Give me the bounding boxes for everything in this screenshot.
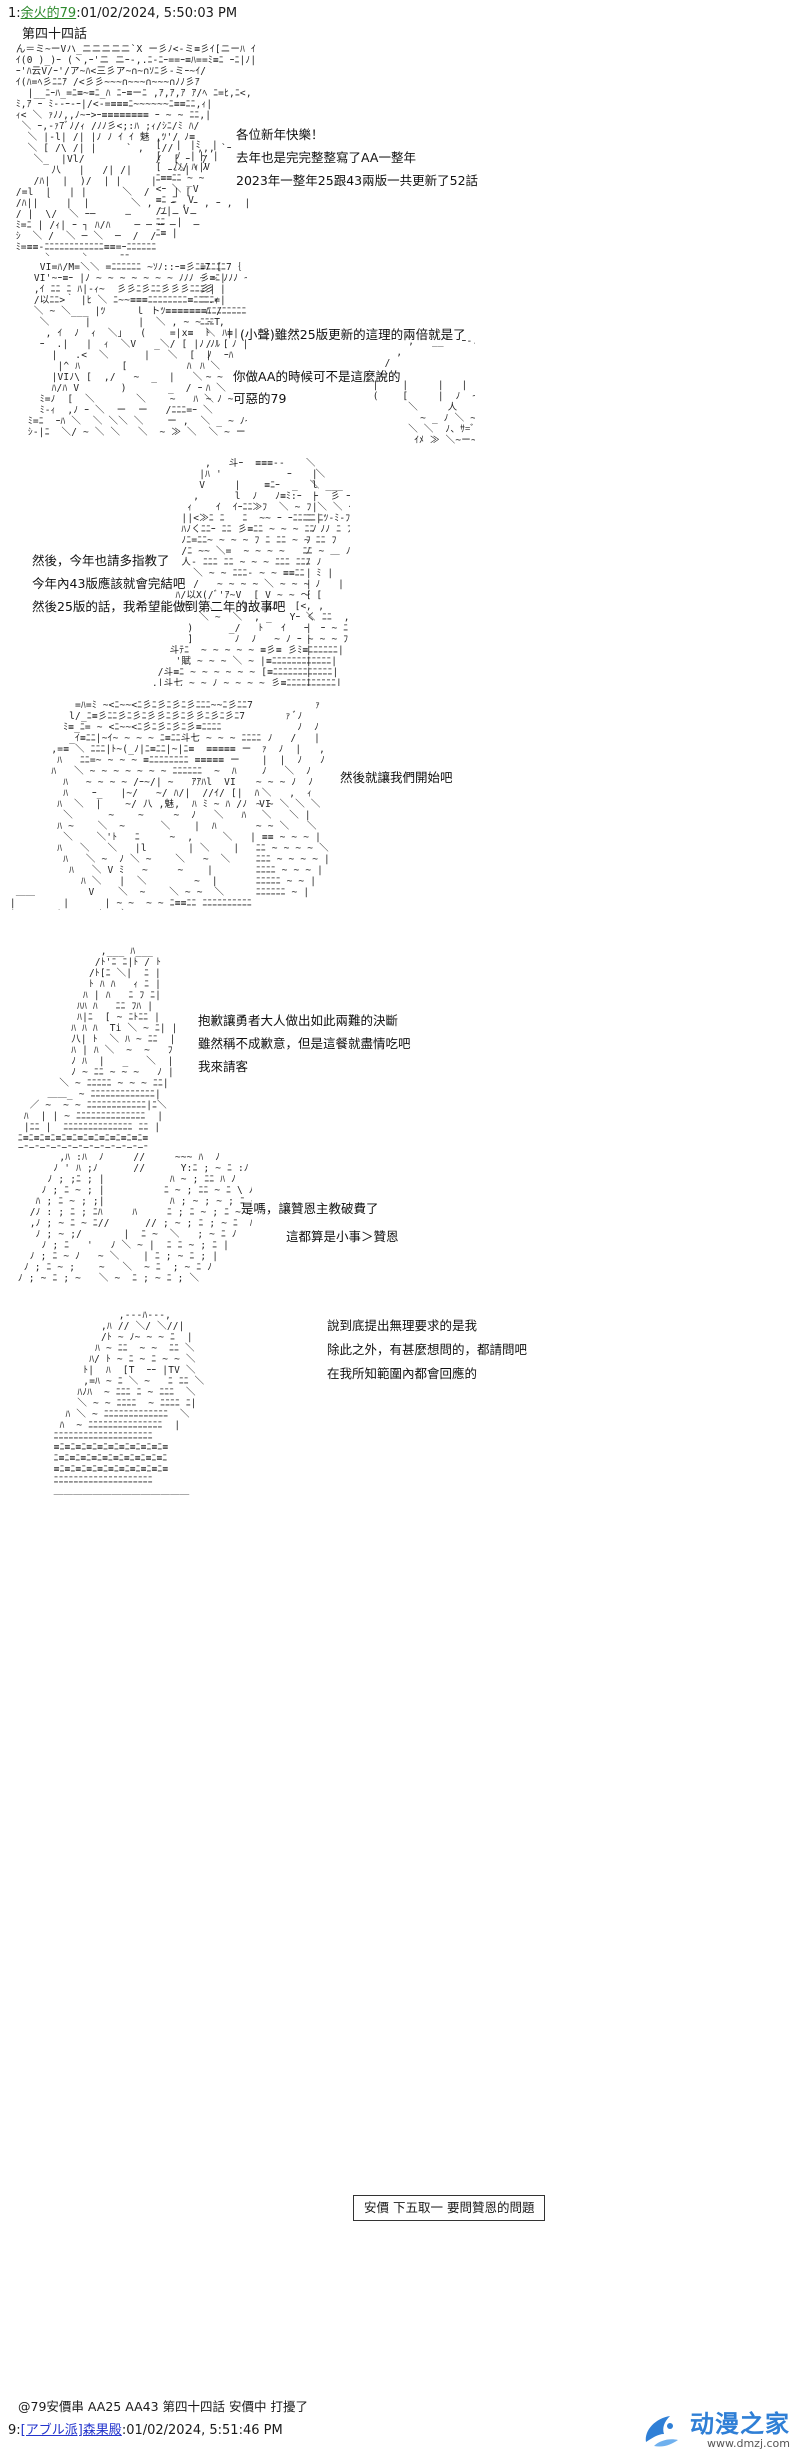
dmzj-logo-icon: [645, 2415, 678, 2447]
post-number: 1:: [8, 6, 21, 21]
ascii-art-scene-2-chibi: , __ ｰ-. , ＼ / ＼ / ＼ | | | | |ﾉ 氏 从 ( [ …: [372, 336, 475, 444]
dialogue-line: 你做AA的時候可不是這麼說的: [233, 369, 401, 384]
ascii-art-scene-7: ,---ﾊ---, ,ﾊ // ＼/ ＼//| /ﾄ ~ ﾉ~ ~ ~ ﾆ | …: [53, 1310, 205, 1497]
ascii-art-scene-2: VI=ﾊ/M=＼＼ =ﾆﾆﾆﾆﾆﾆ ~ｿﾉ::ｰ≡彡ﾆ=ﾆﾆﾆﾆ7｛ VI'~ｰ…: [22, 262, 247, 438]
ascii-art-scene-6: ,ﾊ :ﾊ ﾉ // ~~~ ﾊ ﾉ ﾉ ' ﾊ ;ﾉ // Y:ﾆ ; ~ ﾆ…: [17, 1152, 252, 1284]
dialogue-line: (小聲)雖然25版更新的這理的兩倍就是了: [240, 327, 466, 342]
ascii-art-scene-3: , 斗ｰ ≡≡≡-- |ﾊ ' ｰ ＼ V | ≡ﾆｰ _ ＼ ___ , , …: [151, 458, 350, 686]
ascii-art-scene-3-right: ＼ | l | | ﾆﾆ| ﾉ ﾌ ﾉ ﾉ | | [ , ＼ | | | | …: [305, 458, 322, 686]
dialogue-line: 然後，今年也請多指教了: [32, 553, 170, 568]
post-timestamp: :01/02/2024, 5:50:03 PM: [76, 6, 238, 21]
ascii-art-scene-1-right: | ﾉ | ＼ ﾊ ﾉ: [175, 140, 208, 173]
dialogue-line: 可惡的79: [233, 391, 287, 406]
dialogue-line: 說到底提出無理要求的是我: [327, 1318, 478, 1333]
poster-name-link[interactable]: 余火的79: [20, 6, 77, 21]
ascii-art-scene-2-right: ﾆ7 [ 彡≡ﾆ| ﾆ彡 | ﾆﾆﾆ=| ﾊ / ﾆﾆﾆT ＼ | / [ | …: [200, 262, 234, 405]
site-watermark: 动漫之家 www.dmzj.com: [640, 2411, 790, 2450]
post-timestamp: :01/02/2024, 5:51:46 PM: [121, 2423, 283, 2438]
dialogue-line: 抱歉讓勇者大人做出如此兩難的決斷: [198, 1013, 399, 1028]
ascii-art-scene-5: ,___ ﾊ___ /ﾄ'ﾆ ﾆ|ﾄ / ﾄ /ﾄ[ﾆ ＼| ﾆ | ﾄ ﾊ ﾊ…: [17, 946, 178, 1148]
dialogue-line: 這都算是小事＞贊恩: [286, 1229, 399, 1244]
dialogue-line: 是嗎，讓贊恩主教破費了: [241, 1201, 379, 1216]
ascii-art-scene-4: =ﾊ=ﾐ ~<ﾆ~~<ﾆ彡ﾆ彡ﾆ彡ﾆ彡ﾆﾆﾆ~~ﾆ彡ﾆﾆ7 l/_ﾆ≡彡ﾆﾆ彡ﾆ…: [9, 700, 271, 910]
dialogue-line: 我來請客: [198, 1059, 249, 1074]
watermark-site-name: 动漫之家: [690, 2410, 790, 2438]
dialogue-line: 今年內43版應該就會完結吧: [32, 576, 186, 591]
dialogue-line: 各位新年快樂！: [236, 127, 324, 142]
anka-request-box: 安價 下五取一 要問贊恩的問題: [353, 2195, 546, 2221]
ascii-art-scene-4-right: ｧ ｧ ﾞﾉ ﾉ ﾉ ﾉ / | ｧ ﾉ | , | | ﾉ ﾉ ﾉ ＼ ﾉ ~…: [255, 700, 330, 898]
dialogue-line: 去年也是完完整整寫了AA一整年: [236, 150, 416, 165]
watermark-url: www.dmzj.com: [707, 2437, 790, 2450]
post-header: 1:余火的79:01/02/2024, 5:50:03 PM: [8, 6, 237, 22]
dialogue-line: 雖然稱不成歉意，但是這餐就盡情吃吧: [198, 1036, 411, 1051]
dialogue-line: 然後25版的話，我希望能做到第二年的故事吧: [32, 599, 286, 614]
dialogue-line: 除此之外，有甚麼想問的，都請問吧: [327, 1342, 528, 1357]
chapter-title: 第四十四話: [22, 27, 88, 42]
next-post-header: 9:[アブル派]森果殿:01/02/2024, 5:51:46 PM: [8, 2423, 283, 2439]
dialogue-line: 然後就讓我們開始吧: [340, 770, 453, 785]
dialogue-line: 2023年一整年25跟43兩版一共更新了52話: [236, 173, 479, 188]
poster-name-link[interactable]: [アブル派]森果殿: [20, 2423, 122, 2438]
ascii-art-scene-1: ん＝ミ~ーVハ_ニニニニニ`X ー彡ﾉ<-ミ≡彡ｲ[ニーﾊ ｲ ｲ(0 )_)ｰ…: [15, 44, 257, 256]
ascii-art-scene-1b: [ |ﾐ | [ | ~ | [ ﾉﾉ/ ｨ|V ﾆ≡≡ﾆﾆ ~ ~ <ｰ ＼ …: [155, 140, 219, 239]
post-number: 9:: [8, 2423, 21, 2438]
thread-caption: @79安價串 AA25 AA43 第四十四話 安價中 打擾了: [18, 2399, 308, 2414]
dialogue-line: 在我所知範圍內都會回應的: [327, 1366, 478, 1381]
